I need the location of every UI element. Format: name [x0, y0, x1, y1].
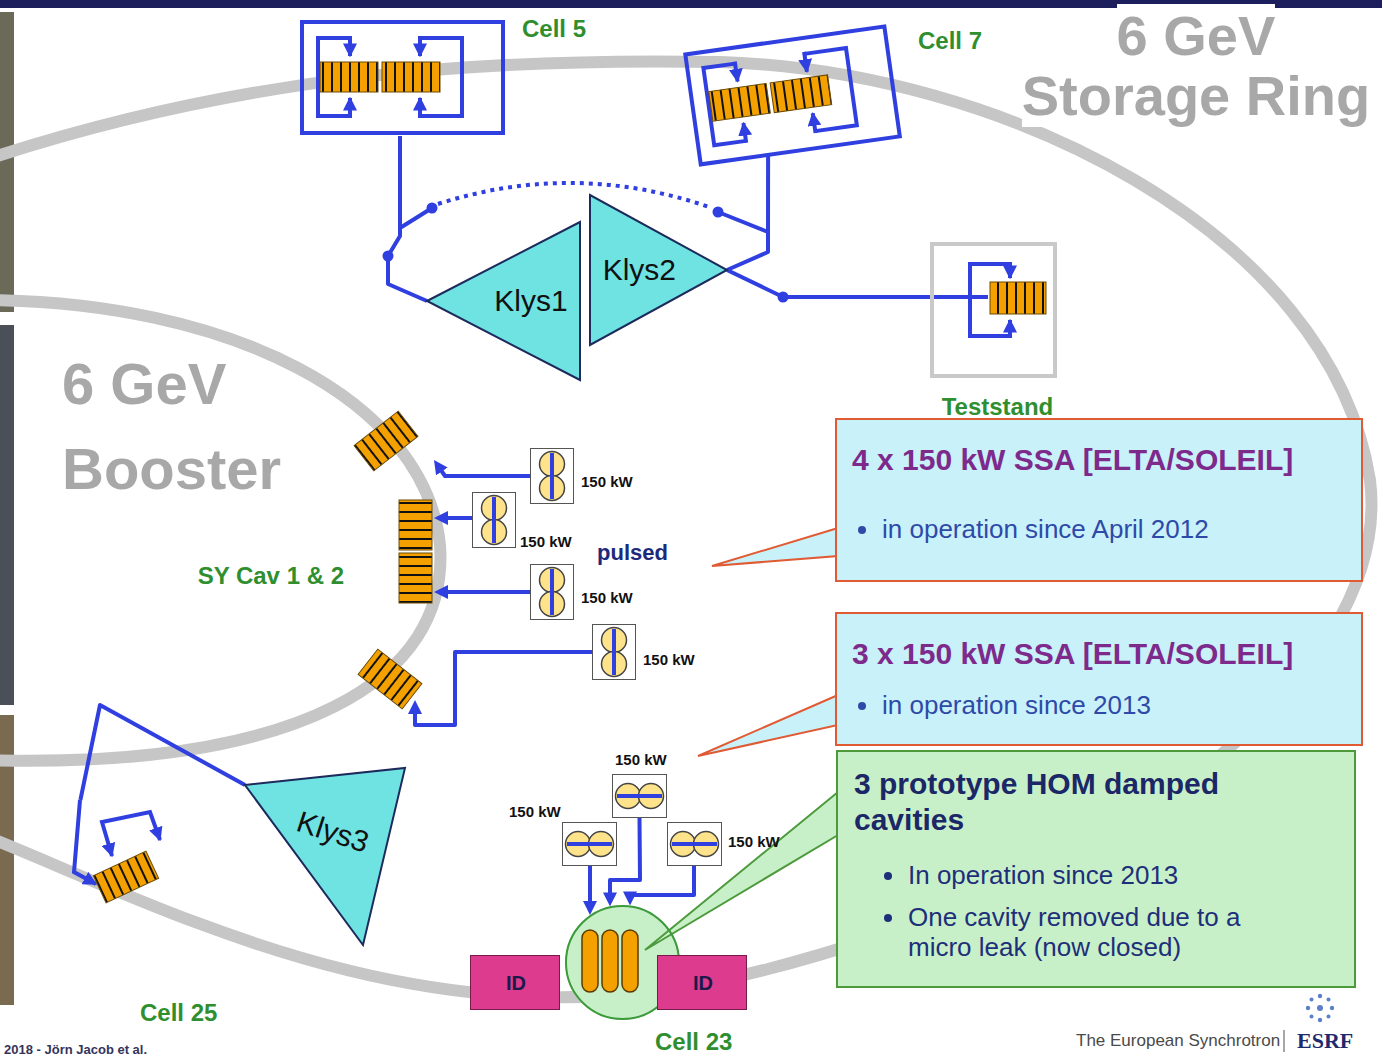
ssa-box: 150 kW: [530, 564, 574, 620]
id-box: ID: [470, 955, 560, 1010]
callout-box: 3 prototype HOM damped cavities In operat…: [836, 750, 1356, 988]
label-box: The European Synchrotron: [1076, 1031, 1280, 1051]
node-text: 3 x 150 kW SSA [ELTA/SOLEIL]: [852, 636, 1346, 672]
klystron-triangle: Klys2: [590, 195, 727, 345]
storage-ring: [0, 61, 1371, 997]
waveguide-connector: [388, 136, 427, 301]
cavity-assembly-drawing: [685, 26, 899, 164]
node-text: 150 kW: [581, 589, 633, 606]
node-text: 3 prototype HOM damped cavities: [854, 766, 1264, 838]
waveguide-connector: [630, 866, 694, 898]
callout-pointers: [645, 528, 838, 950]
waveguide-connector: [610, 818, 640, 898]
label-box: 6 GeV Storage Ring: [1016, 6, 1376, 126]
waveguide-connector: [439, 467, 531, 477]
node-text: 4 x 150 kW SSA [ELTA/SOLEIL]: [852, 442, 1346, 478]
teststand-box: Teststand: [930, 242, 1057, 378]
booster-cavities: [354, 411, 432, 709]
label-box: 6 GeV Booster: [62, 341, 347, 511]
ssa-box: 150 kW: [612, 774, 667, 818]
node-text: Cell 25: [140, 1000, 217, 1026]
text-label: 6 GeV Storage Ring: [1022, 4, 1370, 127]
waveguide-connector: [442, 516, 472, 520]
node-text: Teststand: [942, 394, 1054, 420]
node-text: 150 kW: [643, 651, 695, 668]
text-label: ESRF: [1297, 1028, 1353, 1053]
callout-box: 3 x 150 kW SSA [ELTA/SOLEIL] in operation…: [835, 612, 1363, 746]
waveguide-connector: [80, 705, 245, 800]
booster-ring: [0, 300, 440, 761]
cavity-assembly-drawing: [302, 22, 503, 133]
waveguide-connector: [415, 652, 592, 725]
node-text: SY Cav 1 & 2: [198, 563, 344, 589]
node-text: ID: [693, 972, 713, 995]
cavity-assembly: Cell 7: [688, 26, 896, 156]
callout-box: 4 x 150 kW SSA [ELTA/SOLEIL] in operation…: [835, 418, 1363, 582]
cavity-group: SY Cav 1 & 2: [350, 405, 434, 700]
node-text: in operation since 2013: [882, 690, 1346, 720]
ssa-symbols: [472, 448, 722, 866]
ssa-box: 150 kW: [592, 624, 636, 680]
switch-network: [383, 183, 789, 303]
photo-strip: [0, 325, 14, 705]
klystron-outline: [590, 195, 727, 345]
node-text: 150 kW: [581, 473, 633, 490]
ssa-box: 150 kW: [562, 822, 617, 866]
ssa-box: 150 kW: [667, 822, 722, 866]
node-text: In operation since 2013: [908, 860, 1268, 890]
node-text: 150 kW: [728, 833, 780, 850]
cavity-assembly: Cell 5: [300, 18, 505, 136]
waveguide-connector: [727, 156, 768, 270]
id-box: ID: [657, 955, 747, 1010]
label-box: pulsed: [597, 540, 668, 565]
text-label: 6 GeV Booster: [62, 351, 281, 501]
waveguide-connector: [442, 590, 530, 594]
teststand-cavity: [932, 262, 1046, 338]
ssa-box: 150 kW: [472, 492, 516, 548]
label-box: 2018 - Jörn Jacob et al.: [4, 1040, 147, 1058]
node-text: in operation since April 2012: [882, 514, 1346, 544]
node-text: One cavity removed due to a micro leak (…: [908, 902, 1268, 962]
node-text: Cell 5: [522, 16, 586, 42]
klystron-triangle: Klys3: [245, 760, 405, 945]
cavity-assembly: Cell 25: [62, 800, 172, 905]
klystron-outline: [427, 222, 580, 380]
node-text: Cell 7: [918, 28, 982, 54]
waveguide-connector: [727, 270, 930, 297]
node-text: 150 kW: [520, 533, 572, 550]
klystron-shape: [245, 760, 405, 945]
ssa-box: 150 kW: [530, 448, 574, 504]
node-text: Cell 23: [655, 1029, 732, 1055]
node-text: 150 kW: [615, 751, 667, 768]
klystron-outline: [245, 768, 405, 945]
text-label: pulsed: [597, 540, 668, 565]
klystron-triangle: Klys1: [427, 222, 580, 380]
node-text: Klys1: [494, 284, 567, 319]
waveguide-connector: [588, 866, 592, 907]
node-text: ID: [506, 972, 526, 995]
photo-strip: [0, 12, 14, 312]
node-text: 150 kW: [509, 803, 561, 820]
label-box: ESRF: [1297, 1028, 1353, 1053]
node-text: Klys2: [603, 253, 676, 288]
text-label: 2018 - Jörn Jacob et al.: [4, 1042, 147, 1057]
text-label: The European Synchrotron: [1076, 1031, 1280, 1050]
cell25-cavity: [74, 800, 160, 903]
